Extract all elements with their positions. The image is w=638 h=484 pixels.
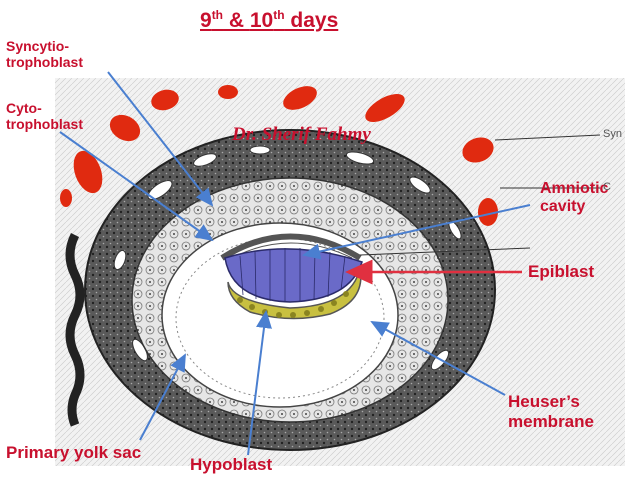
label-heusers-membrane: Heuser’s membrane: [508, 392, 594, 431]
author-signature: Dr. Sherif Fahmy: [232, 124, 371, 145]
label-amniotic-cavity: Amniotic cavity: [540, 180, 609, 216]
label-cytotrophoblast: Cyto- trophoblast: [6, 100, 83, 133]
arrow-amniotic-cavity: [302, 204, 531, 260]
pointer-line-epi: [359, 247, 531, 256]
arrow-heusers-membrane: [370, 321, 506, 396]
label-arrows: [59, 71, 531, 456]
arrow-primary-yolk-sac: [139, 353, 186, 441]
label-syncytiotrophoblast: Syncytio- trophoblast: [6, 38, 83, 71]
uterine-gland: [65, 232, 85, 427]
label-primary-yolk-sac: Primary yolk sac: [6, 443, 142, 462]
edge-label-c: C: [603, 181, 611, 193]
trophoblastic-lacunae: [113, 145, 462, 371]
epiblast-layer: [224, 248, 363, 303]
edge-label-syn: Syn: [603, 128, 622, 140]
maternal-blood-lacunae: [60, 85, 498, 226]
hypoblast-layer: [227, 267, 362, 320]
pointer-line-syn: [494, 134, 601, 141]
heusers-membrane-line: [175, 237, 385, 399]
label-epiblast: Epiblast: [528, 262, 595, 281]
arrow-syncytiotrophoblast: [107, 71, 214, 207]
amnion-cap: [220, 233, 362, 261]
page-title: 9th & 10th days: [200, 8, 339, 32]
label-hypoblast: Hypoblast: [190, 455, 273, 474]
arrow-cytotrophoblast: [59, 131, 214, 242]
arrow-hypoblast: [247, 310, 272, 456]
